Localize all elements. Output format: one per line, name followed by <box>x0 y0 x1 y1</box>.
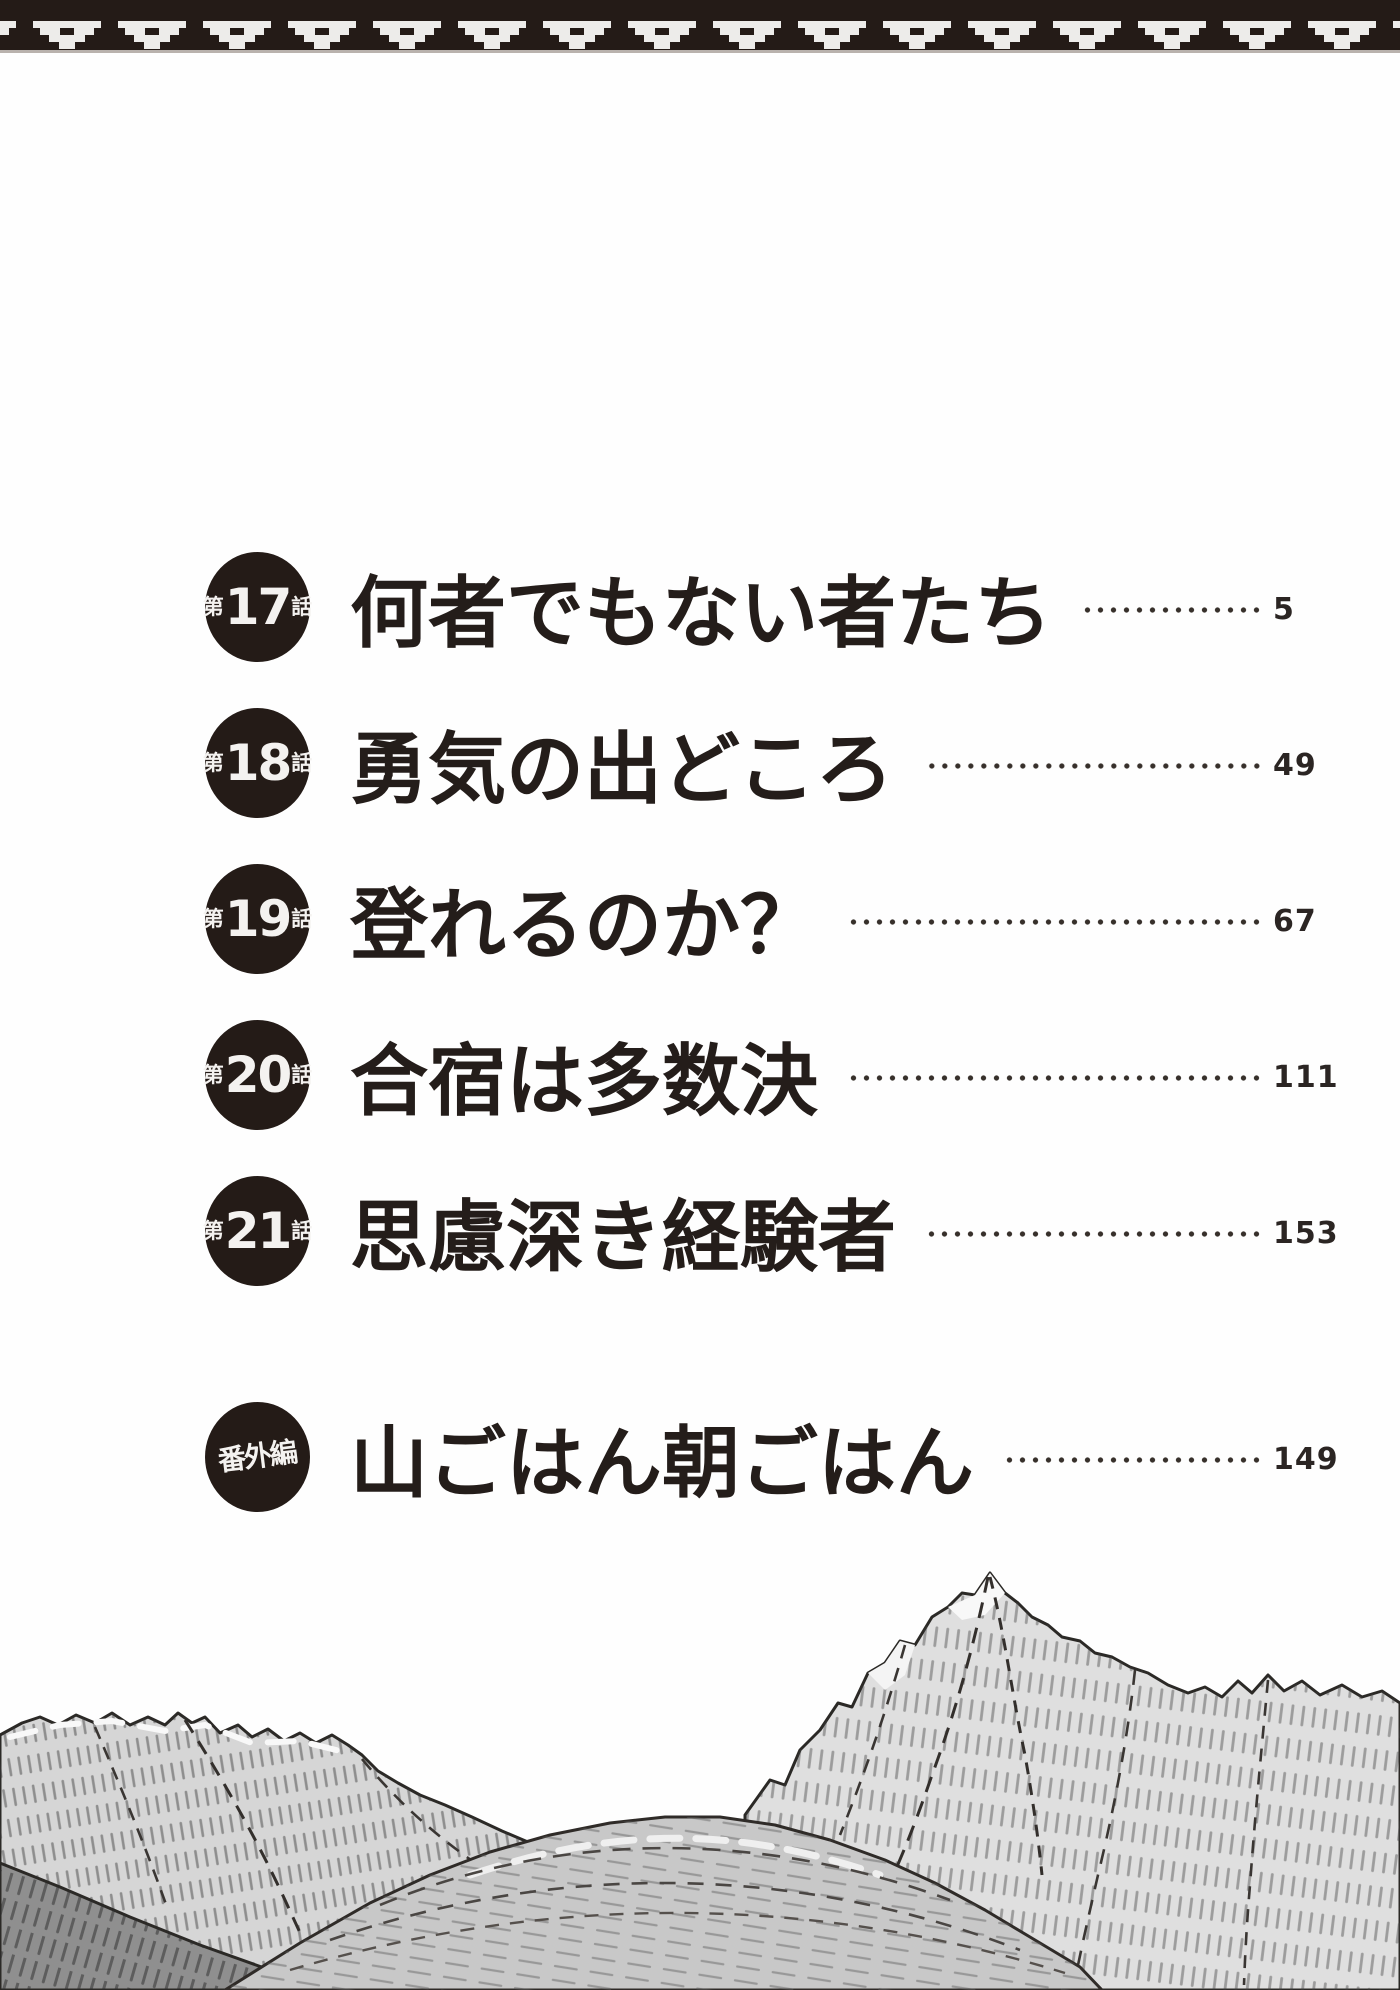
badge-prefix: 第 <box>202 1218 224 1243</box>
chapter-title: 勇気の出どころ <box>350 725 894 815</box>
badge-suffix: 話 <box>291 594 313 619</box>
chapter-badge: 第 21 話 <box>202 1176 313 1286</box>
badge-prefix: 第 <box>202 750 224 775</box>
extra-chapter-badge: 番外編 <box>205 1402 310 1512</box>
page-number: 111 <box>1273 1059 1339 1095</box>
page-number: 149 <box>1273 1441 1339 1477</box>
badge-number: 18 <box>224 734 293 792</box>
chapter-title: 山ごはん朝ごはん <box>350 1419 975 1509</box>
badge-suffix: 話 <box>291 906 313 931</box>
chapter-badge: 第 17 話 <box>202 552 313 662</box>
dotted-leader <box>923 759 1263 773</box>
toc-entry: 第 17 話 何者でもない者たち 5 <box>202 552 1346 662</box>
page-number: 153 <box>1273 1215 1339 1251</box>
page-number: 49 <box>1273 747 1317 783</box>
chapter-badge: 第 20 話 <box>202 1020 313 1130</box>
chapter-badge: 第 19 話 <box>202 864 313 974</box>
badge-prefix: 第 <box>202 1062 224 1087</box>
toc-entry: 第 21 話 思慮深き経験者 153 <box>202 1176 1346 1286</box>
chapter-title: 合宿は多数決 <box>350 1037 819 1127</box>
page-number: 67 <box>1273 903 1317 939</box>
badge-prefix: 第 <box>202 906 224 931</box>
dotted-leader <box>926 1227 1263 1241</box>
badge-number: 19 <box>224 890 293 948</box>
badge-number: 17 <box>224 578 293 636</box>
badge-label: 番外編 <box>216 1435 299 1478</box>
toc-entry: 第 18 話 勇気の出どころ 49 <box>202 708 1346 818</box>
dotted-leader <box>848 1071 1263 1085</box>
left-foreground-slope <box>0 1861 332 1990</box>
dotted-leader <box>1004 1453 1263 1467</box>
badge-suffix: 話 <box>291 750 313 775</box>
page-number: 5 <box>1273 591 1295 627</box>
decorative-border <box>0 0 1400 53</box>
toc-entry: 第 19 話 登れるのか？ 67 <box>202 864 1346 974</box>
foreground-dome <box>223 1815 1104 1990</box>
badge-number: 21 <box>224 1202 293 1260</box>
badge-suffix: 話 <box>291 1062 313 1087</box>
dotted-leader <box>848 915 1263 929</box>
chapter-badge: 第 18 話 <box>202 708 313 818</box>
table-of-contents: 第 17 話 何者でもない者たち 5 第 18 話 勇気の出どころ 49 第 <box>0 552 1400 1512</box>
toc-entry: 第 20 話 合宿は多数決 111 <box>202 1020 1346 1130</box>
chapter-title: 登れるのか？ <box>350 881 819 971</box>
dotted-leader <box>1082 603 1263 617</box>
badge-suffix: 話 <box>291 1218 313 1243</box>
chapter-title: 思慮深き経験者 <box>350 1193 897 1283</box>
mountain-illustration <box>0 1571 1400 1990</box>
badge-number: 20 <box>224 1046 293 1104</box>
toc-entry: 番外編 山ごはん朝ごはん 149 <box>205 1402 1346 1512</box>
chapter-title: 何者でもない者たち <box>350 569 1053 659</box>
badge-prefix: 第 <box>202 594 224 619</box>
